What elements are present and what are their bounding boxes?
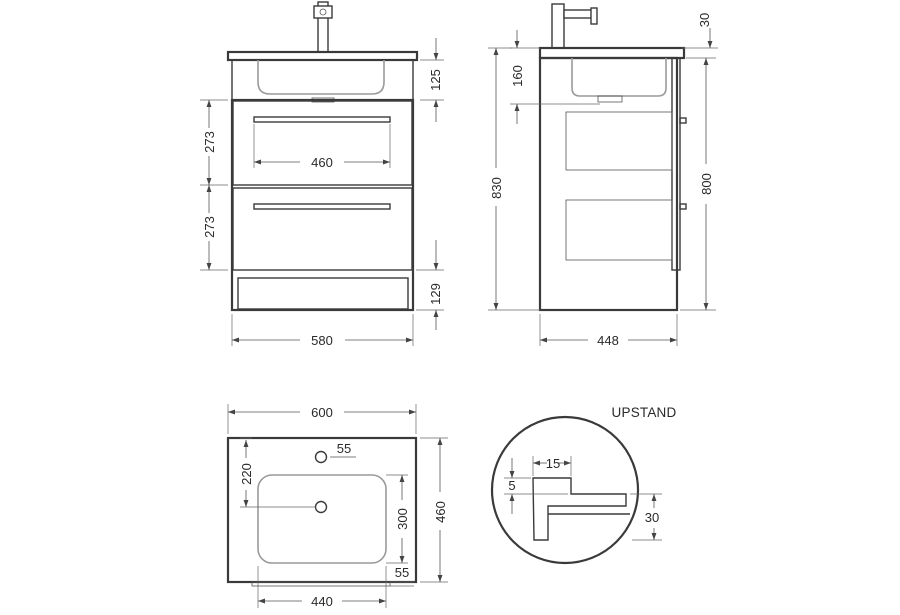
dim-upstand-height: 30 — [645, 510, 659, 525]
dim-tap-clearance: 30 — [697, 13, 712, 27]
dim-upstand-width: 15 — [546, 456, 560, 471]
drawer-top — [232, 100, 413, 186]
detail-circle — [490, 415, 640, 565]
dim-rear-offset: 55 — [395, 565, 409, 580]
dim-drawer-top-height: 273 — [202, 131, 217, 153]
dim-top-depth: 460 — [433, 501, 448, 523]
bowl-top — [257, 474, 387, 564]
waste-outlet-side — [597, 95, 623, 103]
dim-basin-depth: 160 — [510, 65, 525, 87]
dim-tap-offset: 55 — [337, 441, 351, 456]
dim-cabinet-height: 800 — [699, 173, 714, 195]
dim-upstand-lip: 5 — [508, 478, 515, 493]
basin-bowl-side — [571, 58, 667, 97]
dim-bowl-depth: 300 — [395, 508, 410, 530]
countertop-side — [538, 46, 686, 60]
upstand-profile — [532, 477, 627, 541]
cabinet-body-front — [230, 98, 415, 312]
basin-rear-lip-top — [251, 581, 391, 587]
drawer-box-bottom — [565, 199, 673, 261]
side-view: 30 160 830 800 448 — [488, 3, 718, 348]
waste-hole — [314, 500, 328, 514]
tap-side — [551, 3, 598, 49]
tap-front — [313, 1, 333, 53]
upstand-detail: UPSTAND 15 5 30 — [490, 405, 677, 565]
cabinet-body-side — [538, 56, 679, 312]
dim-basin-height: 125 — [428, 69, 443, 91]
dim-side-depth: 448 — [597, 333, 619, 348]
dim-tap-to-bowl: 220 — [239, 463, 254, 485]
handle-side-bottom — [679, 203, 687, 210]
dim-handle-width: 460 — [311, 155, 333, 170]
dim-front-width: 580 — [311, 333, 333, 348]
drawer-bottom-handle — [253, 203, 391, 210]
front-view: 125 273 273 460 129 580 — [200, 1, 444, 348]
upstand-title: UPSTAND — [612, 405, 677, 420]
countertop-front — [226, 50, 419, 62]
dim-drawer-bottom-height: 273 — [202, 216, 217, 238]
dim-total-height: 830 — [489, 177, 504, 199]
basin-bowl-front — [257, 60, 385, 95]
dim-bowl-width: 440 — [311, 594, 333, 609]
drawer-top-handle — [253, 116, 391, 123]
drawer-box-top — [565, 111, 673, 171]
dim-plinth-height: 129 — [428, 283, 443, 305]
handle-side-top — [679, 117, 687, 124]
tap-hole — [314, 450, 328, 464]
plinth-front — [237, 277, 409, 310]
basin-outline-top — [226, 436, 418, 584]
drawer-bottom — [232, 187, 413, 271]
top-view: 600 55 220 300 460 55 440 — [226, 404, 448, 609]
dim-top-width: 600 — [311, 405, 333, 420]
